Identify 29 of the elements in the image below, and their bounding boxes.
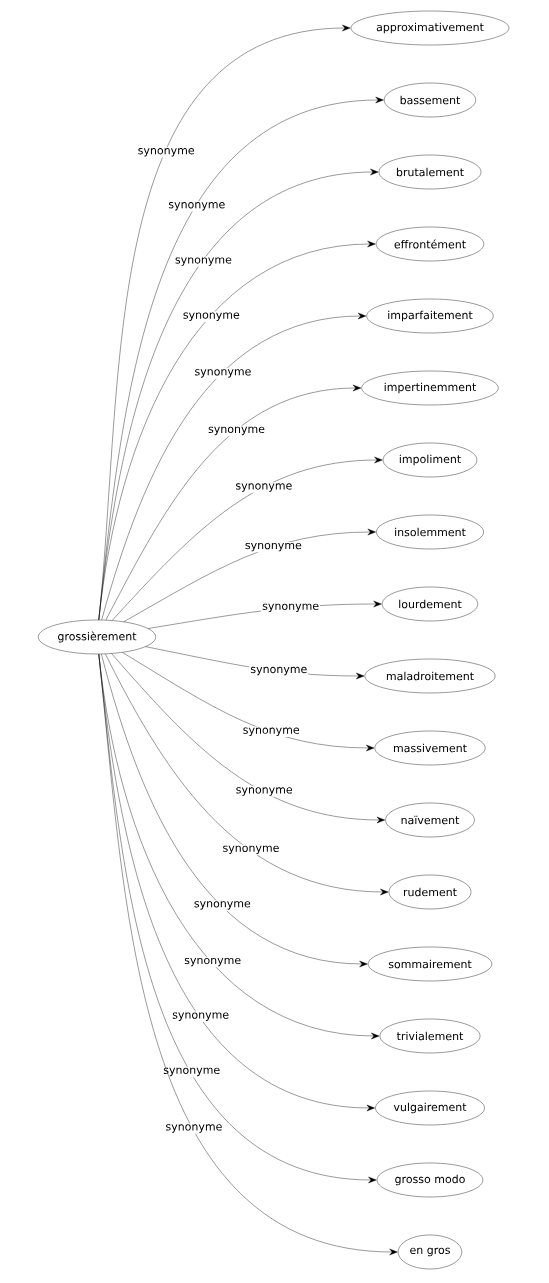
edge-label: synonyme <box>164 1123 224 1134</box>
edge-label: synonyme <box>136 147 196 158</box>
edge-label: synonyme <box>171 1011 231 1022</box>
arrow <box>112 456 383 621</box>
arrow <box>101 653 368 968</box>
edge-label: synonyme <box>234 482 294 493</box>
edge-label: synonyme <box>221 844 281 856</box>
edge-label: synonyme <box>162 1066 222 1078</box>
edge-label: synonyme <box>192 900 252 911</box>
edge-label: synonyme <box>173 256 233 267</box>
edge-label: synonyme <box>193 368 253 379</box>
arrow <box>105 653 389 896</box>
arrow <box>122 652 375 752</box>
edge-label: synonyme <box>167 201 227 212</box>
edge-label: synonyme <box>249 665 309 677</box>
arrow <box>98 240 376 620</box>
edge-label: synonyme <box>181 311 241 322</box>
arrow <box>98 96 384 620</box>
arrow <box>111 653 385 824</box>
edge-label: synonyme <box>183 956 243 968</box>
edge-label: synonyme <box>243 541 303 553</box>
edge-label: synonyme <box>241 726 301 737</box>
arrow <box>105 384 362 621</box>
arrow <box>123 528 376 622</box>
edge-label: synonyme <box>207 425 266 437</box>
arrow <box>101 312 367 621</box>
edge-label: synonyme <box>234 786 294 797</box>
edge-label: synonyme <box>261 602 321 614</box>
arrow <box>98 653 398 1256</box>
